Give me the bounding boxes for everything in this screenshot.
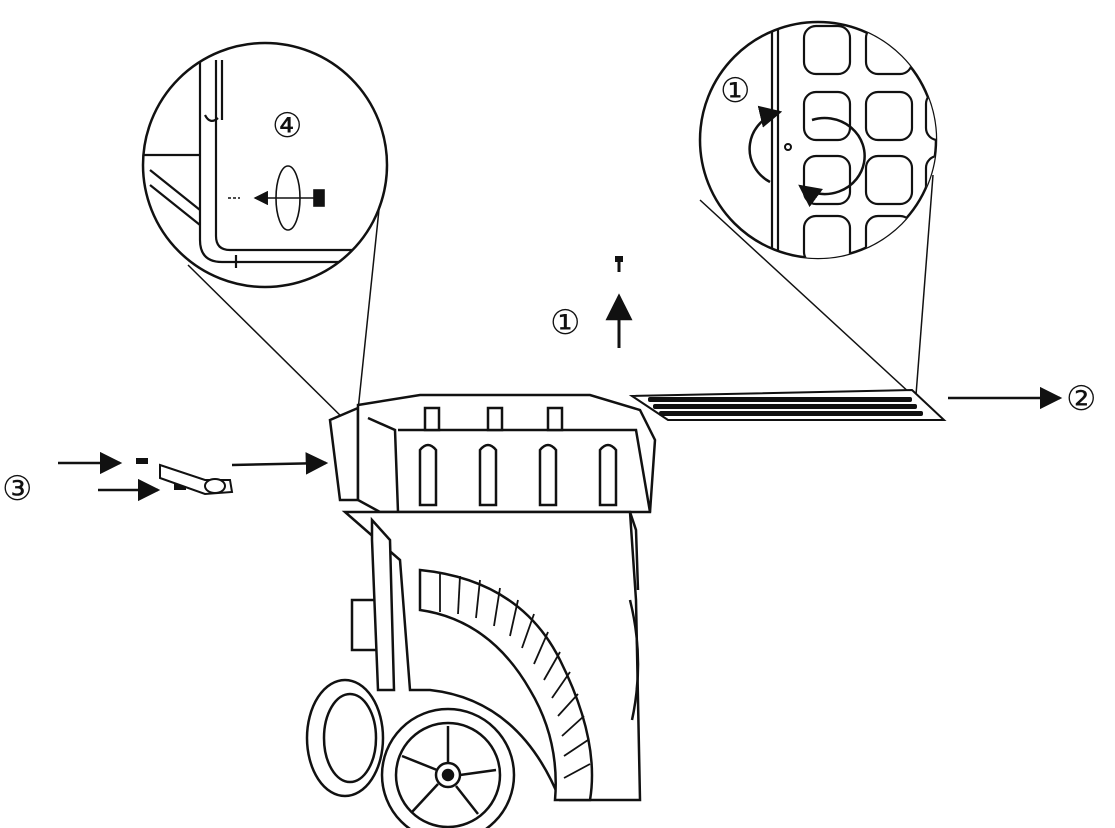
detail-step-label-1: ① (720, 71, 750, 111)
step-label-1: ① (550, 303, 580, 343)
filter-grid-slots (648, 397, 923, 416)
zoom-leader-lines (187, 174, 934, 431)
screw-rotation-symbol (228, 165, 325, 231)
front-wheel (380, 707, 516, 828)
rear-wheel (305, 678, 385, 798)
small-screw (136, 458, 148, 464)
step-3-handle-parts: ③ (2, 451, 329, 509)
container-ribs (418, 443, 618, 507)
detail-step-label-4: ④ (272, 106, 302, 146)
dehumidifier-unit (305, 393, 657, 828)
handle-ribs (439, 574, 591, 779)
small-screw (174, 484, 186, 490)
container-posts (423, 406, 564, 432)
step-label-2: ② (1066, 379, 1096, 419)
step-1-screw-removal: ① (550, 256, 633, 348)
step-label-3: ③ (2, 469, 32, 509)
step-2-filter-cover: ② (628, 379, 1096, 421)
detail-view-bracket: ④ (141, 41, 389, 289)
detail-view-filter-grid: ① (698, 20, 938, 260)
